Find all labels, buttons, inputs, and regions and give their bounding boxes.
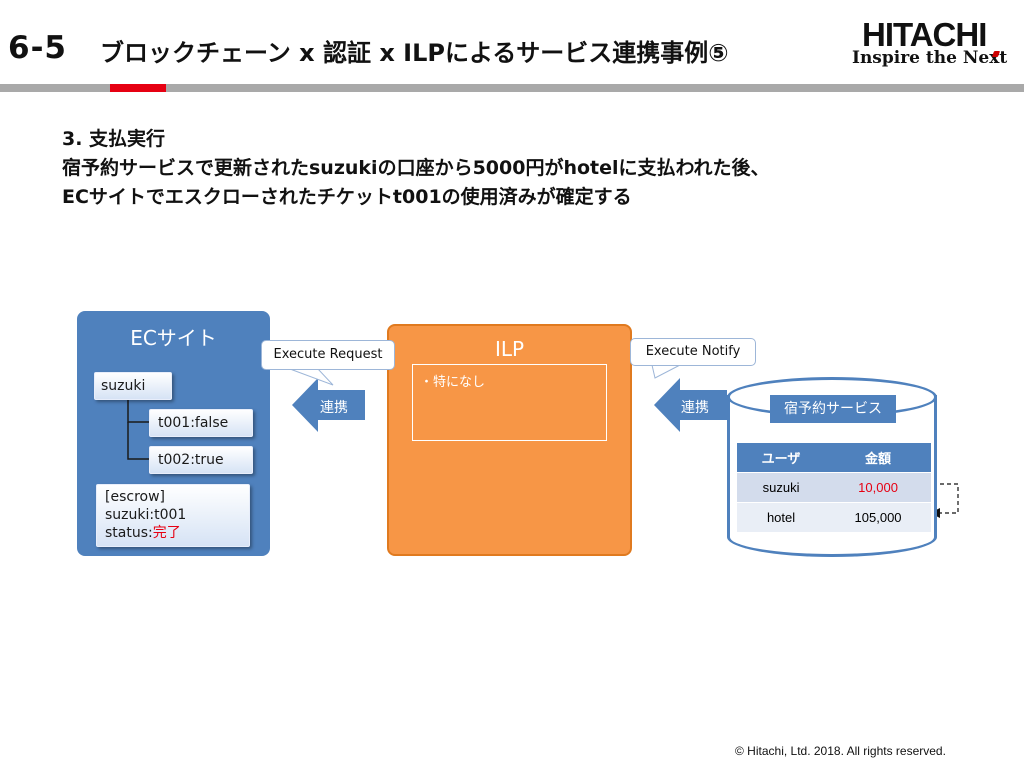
right-arrow-label: 連携 (681, 400, 709, 416)
body-line-3: ECサイトでエスクローされたチケットt001の使用済みが確定する (62, 186, 632, 208)
body-line-heading: 3. 支払実行 (62, 128, 166, 150)
escrow-status-value: 完了 (152, 525, 181, 541)
db-cylinder-bottom (727, 517, 937, 557)
row-amount: 10,000 (825, 472, 931, 503)
execute-notify-callout: Execute Notify (630, 338, 756, 366)
section-number: 6-5 (8, 30, 68, 66)
left-arrow-shape (292, 378, 365, 432)
table-row: hotel 105,000 (737, 502, 931, 532)
escrow-entry: suzuki:t001 (105, 507, 187, 523)
column-header-amount: 金額 (825, 443, 931, 473)
row-user: hotel (737, 502, 826, 532)
column-header-user: ユーザ (737, 443, 826, 473)
ec-ticket-t001: t001:false (149, 409, 253, 437)
ilp-note-box (412, 364, 607, 441)
row-amount: 105,000 (825, 502, 931, 532)
logo-tagline: Inspire the Next (852, 48, 1008, 68)
left-arrow-label: 連携 (320, 400, 348, 416)
header-divider-accent (110, 84, 166, 92)
ilp-title: ILP (494, 337, 525, 361)
execute-request-callout: Execute Request (261, 340, 395, 370)
ec-site-title: ECサイト (130, 326, 217, 350)
ec-ticket-t002: t002:true (149, 446, 253, 474)
table-header-row: ユーザ 金額 (737, 443, 931, 473)
slide-title: ブロックチェーン x 認証 x ILPによるサービス連携事例⑤ (100, 39, 729, 67)
escrow-label: [escrow] (105, 489, 165, 505)
transfer-dashed-line (933, 483, 959, 514)
ec-user-node: suzuki (94, 372, 172, 400)
right-arrow-shape (654, 378, 727, 432)
escrow-status-label: status: (105, 525, 153, 541)
copyright: © Hitachi, Ltd. 2018. All rights reserve… (735, 744, 946, 758)
body-text: 3. 支払実行 宿予約サービスで更新されたsuzukiの口座から5000円がho… (62, 125, 770, 212)
row-user: suzuki (737, 472, 826, 503)
ec-escrow-box: [escrow] suzuki:t001 status:完了 (96, 484, 250, 547)
hitachi-logo: HITACHI (862, 16, 987, 53)
table-row: suzuki 10,000 (737, 472, 931, 503)
header-divider (0, 84, 1024, 92)
balance-table: ユーザ 金額 suzuki 10,000 hotel 105,000 (737, 443, 931, 532)
hotel-service-title: 宿予約サービス (770, 395, 896, 423)
ilp-note: ・特になし (420, 375, 486, 390)
escrow-status: status:完了 (105, 524, 249, 542)
body-line-2: 宿予約サービスで更新されたsuzukiの口座から5000円がhotelに支払われ… (62, 157, 770, 179)
